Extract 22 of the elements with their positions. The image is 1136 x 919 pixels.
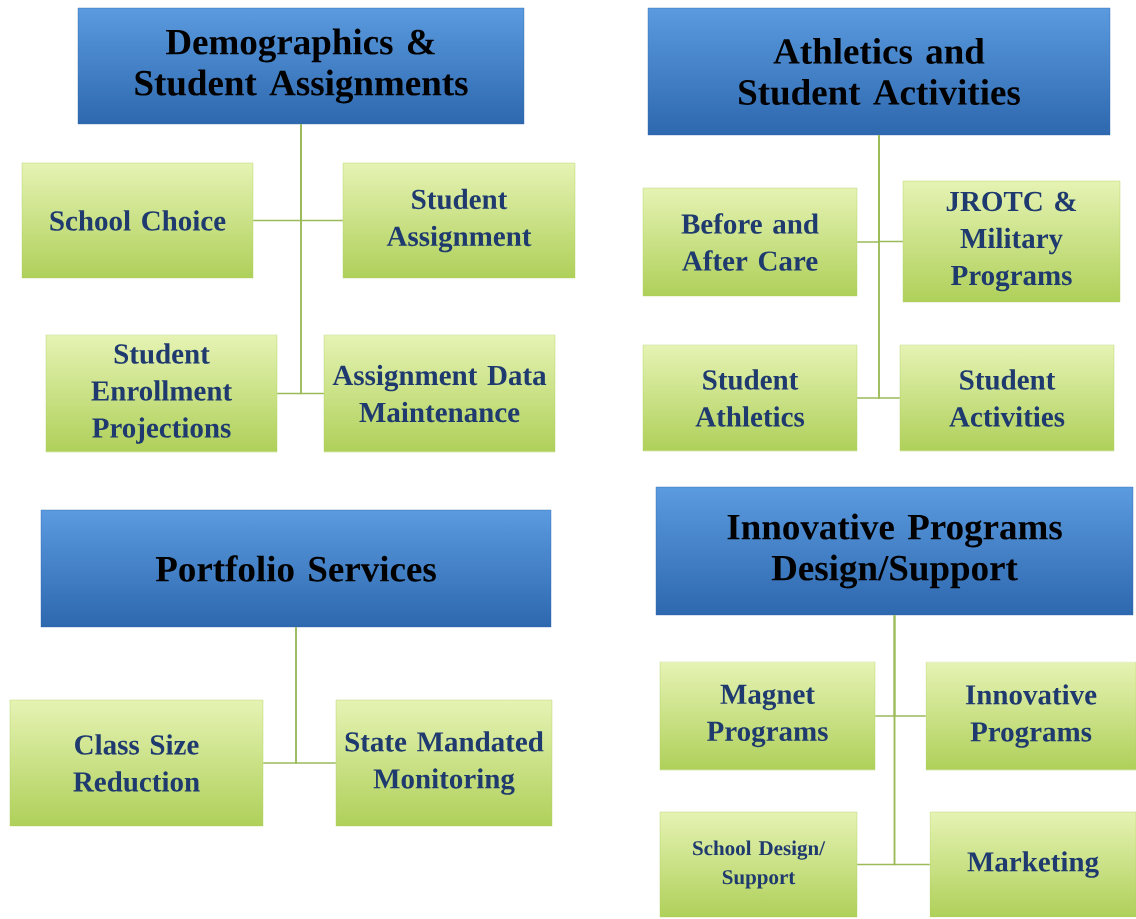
unit-box: Assignment Data Maintenance	[323, 334, 556, 453]
department-box: Athletics and Student Activities	[647, 7, 1111, 136]
unit-box: School Choice	[21, 162, 254, 279]
unit-box: Innovative Programs	[925, 661, 1136, 771]
unit-box: School Design/ Support	[659, 811, 858, 918]
connector-line	[295, 626, 337, 764]
unit-box: Magnet Programs	[659, 661, 876, 771]
connector-line	[893, 614, 931, 866]
unit-box: Student Athletics	[642, 344, 858, 452]
unit-box: Before and After Care	[642, 187, 858, 297]
unit-box: Marketing	[929, 811, 1136, 918]
connector-line	[300, 123, 325, 395]
unit-box: Student Activities	[899, 344, 1115, 452]
unit-box: Student Assignment	[342, 162, 576, 279]
unit-box: State Mandated Monitoring	[335, 699, 553, 827]
unit-box: Student Enrollment Projections	[45, 334, 278, 453]
department-box: Demographics & Student Assignments	[77, 7, 525, 125]
connector-line	[878, 134, 901, 399]
department-box: Portfolio Services	[40, 509, 552, 628]
department-box: Innovative Programs Design/Support	[655, 486, 1134, 616]
unit-box: JROTC & Military Programs	[902, 180, 1121, 303]
unit-box: Class Size Reduction	[9, 699, 264, 827]
